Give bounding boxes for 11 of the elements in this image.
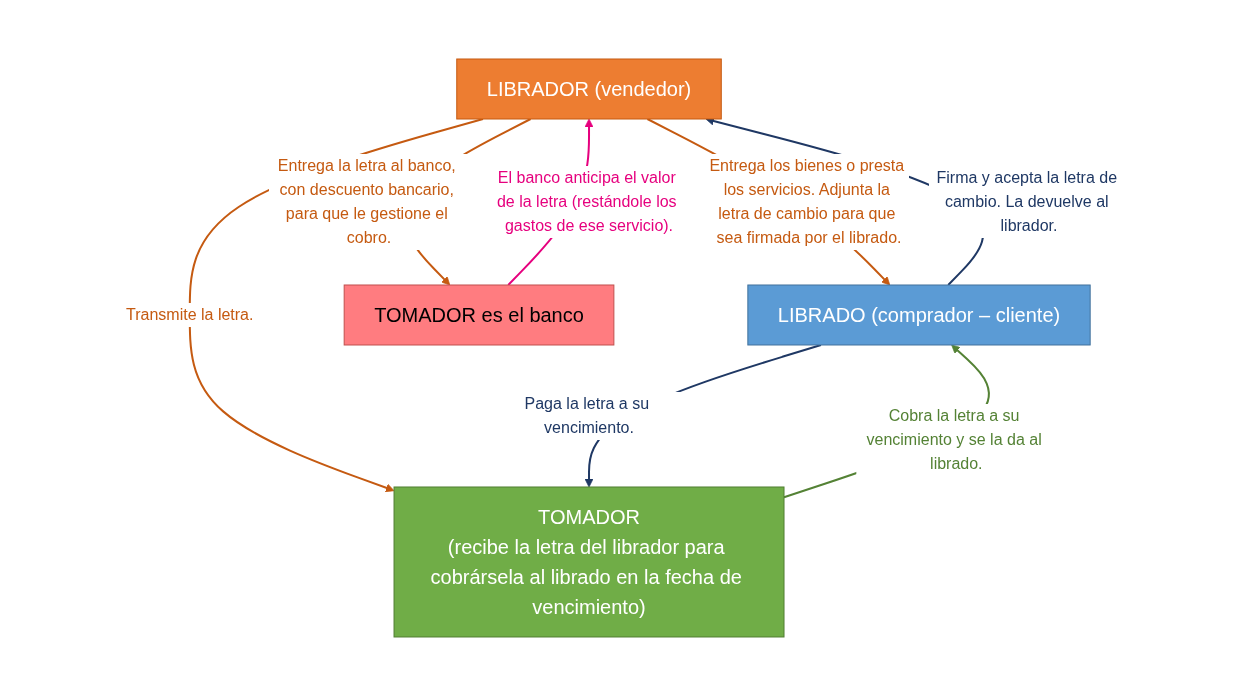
edge-label: Firma y acepta la letra de cambio. La devuelve al librador. (936, 168, 1118, 234)
edge-label: Entrega la letra al banco, con descuento bancario, para que le gestione el cobro. (277, 156, 456, 246)
edge-label: Entrega los bienes o presta los servicios. Adjunta la letra de cambio para que sea firmada por el librado. (709, 156, 905, 246)
node-box: LIBRADO (comprador – cliente) (747, 284, 1091, 345)
edge-label: Paga la letra a su vencimiento. (524, 394, 650, 436)
node-box: TOMADOR es el banco (343, 284, 615, 345)
node-box: TOMADOR (recibe la letra del librador para cobrársela al librado en la fecha de vencimiento) (393, 486, 785, 637)
edge-label: Transmite la letra. (126, 305, 254, 323)
edge-label: El banco anticipa el valor de la letra (restándole los gastos de ese servicio). (496, 168, 677, 234)
edge-label: Cobra la letra a su vencimiento y se la da al librado. (866, 406, 1042, 472)
node-box: LIBRADOR (vendedor) (456, 58, 722, 119)
